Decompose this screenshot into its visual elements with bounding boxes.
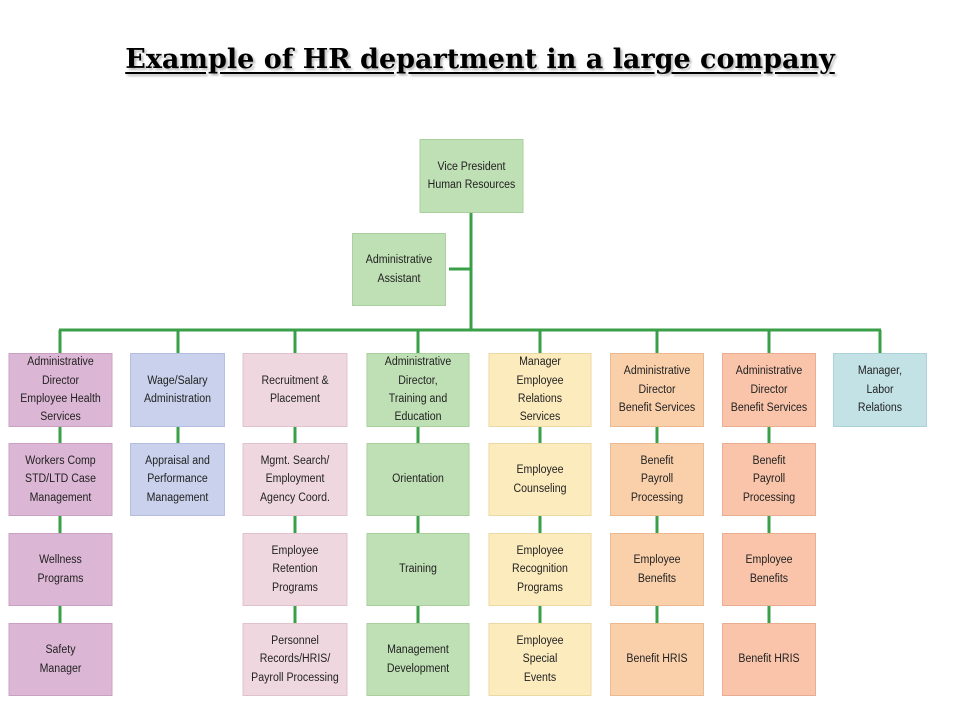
item-employee-special-events: Employee Special Events [488,623,592,696]
head-benefit-services-2: Administrative Director Benefit Services [722,353,816,427]
head-wage-salary-administration: Wage/Salary Administration [130,353,225,427]
item-benefit-hris-1: Benefit HRIS [610,623,704,696]
head-benefit-services-1: Administrative Director Benefit Services [610,353,704,427]
item-wellness-programs: Wellness Programs [8,533,113,606]
item-orientation: Orientation [366,443,470,516]
item-employee-recognition: Employee Recognition Programs [488,533,592,606]
item-employee-counseling: Employee Counseling [488,443,592,516]
item-employee-benefits-2: Employee Benefits [722,533,816,606]
item-employee-retention: Employee Retention Programs [242,533,348,606]
item-employee-benefits-1: Employee Benefits [610,533,704,606]
item-benefit-hris-2: Benefit HRIS [722,623,816,696]
item-personnel-records: Personnel Records/HRIS/ Payroll Processi… [242,623,348,696]
head-recruitment-placement: Recruitment & Placement [242,353,348,427]
item-training: Training [366,533,470,606]
head-employee-health-services: Administrative Director Employee Health … [8,353,113,427]
head-training-education: Administrative Director, Training and Ed… [366,353,470,427]
head-employee-relations: Manager Employee Relations Services [488,353,592,427]
item-appraisal-performance: Appraisal and Performance Management [130,443,225,516]
item-benefit-payroll-1: Benefit Payroll Processing [610,443,704,516]
administrative-assistant-box: Administrative Assistant [352,233,446,306]
item-safety-manager: Safety Manager [8,623,113,696]
head-labor-relations: Manager, Labor Relations [833,353,927,427]
vp-human-resources-box: Vice President Human Resources [419,139,524,213]
item-mgmt-search: Mgmt. Search/ Employment Agency Coord. [242,443,348,516]
page-title: Example of HR department in a large comp… [125,44,835,75]
item-management-development: Management Development [366,623,470,696]
item-benefit-payroll-2: Benefit Payroll Processing [722,443,816,516]
item-workers-comp: Workers Comp STD/LTD Case Management [8,443,113,516]
